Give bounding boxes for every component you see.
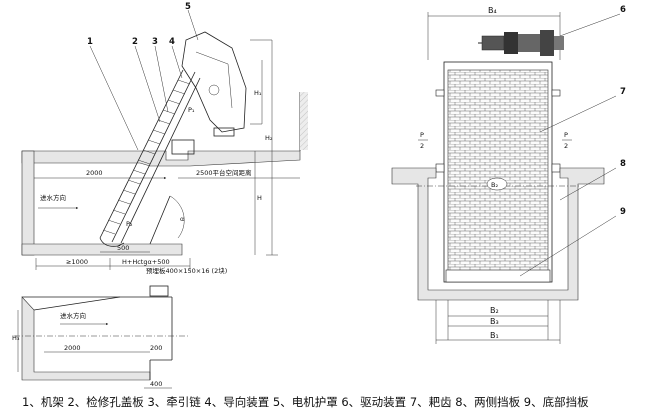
alpha-label: α <box>180 215 184 223</box>
embed-plate-label: 预埋板400×150×16 (2块) <box>146 266 227 275</box>
motor-cover <box>181 31 247 133</box>
chain-rungs <box>102 79 191 235</box>
p-right-top: P <box>564 131 568 139</box>
right-wall-hatch <box>300 92 308 150</box>
p-left-top: P <box>420 131 424 139</box>
part-number-9: 9 <box>620 207 626 217</box>
p-right-bot: 2 <box>564 142 568 150</box>
h2-label: H₂ <box>265 134 273 142</box>
b2-center-label: B₂ <box>491 181 498 189</box>
channel-floor <box>21 243 183 256</box>
part-number-1: 1 <box>87 37 93 47</box>
frame-rail-back <box>111 71 196 243</box>
channel-section <box>391 167 605 301</box>
h1-label: H₁ <box>254 89 262 97</box>
b1-label: B₁ <box>490 331 499 340</box>
bottom-dims <box>35 251 191 270</box>
dim-1000-label: ≥1000 <box>66 258 88 266</box>
p1-label: P₁ <box>188 106 195 114</box>
channel-left-wall <box>21 150 35 256</box>
lower-sprocket <box>99 237 125 247</box>
bracket-right-bot <box>551 163 561 173</box>
dim-200-label: 200 <box>150 344 162 352</box>
part-leaders <box>89 9 199 151</box>
part-number-6: 6 <box>620 5 626 15</box>
bracket-left-top <box>435 89 445 97</box>
part-number-2: 2 <box>132 37 138 47</box>
dim-htg-label: H+Hctgα+500 <box>122 258 170 266</box>
side-elevation-view: α 1 2 3 4 5 P₁ P₂ H₁ H₂ <box>21 2 308 275</box>
bracket-left-bot <box>435 163 445 173</box>
dim-500-label: 500 <box>117 244 129 252</box>
part-number-5: 5 <box>185 2 191 12</box>
top-support <box>213 127 235 137</box>
b2-marker <box>486 177 508 191</box>
drive-sprocket <box>208 84 220 96</box>
section-slope <box>33 296 121 311</box>
h3-label: H₃ <box>12 334 20 342</box>
base-bracket <box>171 139 195 155</box>
vertical-dims <box>250 39 278 256</box>
dim-400-label: 400 <box>150 380 162 388</box>
embed-plate <box>149 285 169 297</box>
part-number-3: 3 <box>152 37 158 47</box>
p-left-bot: 2 <box>420 142 424 150</box>
alpha-arc <box>169 195 185 239</box>
front-part-leaders <box>519 13 621 277</box>
inlet-label: 进水方向 <box>40 193 66 202</box>
h-label: H <box>257 194 262 202</box>
dim-2500-label: 2500平台空间距离 <box>196 168 252 177</box>
section-wall <box>21 296 151 381</box>
part-number-4: 4 <box>169 37 175 47</box>
b3-label: B₃ <box>490 317 499 326</box>
bracket-right-top <box>551 89 561 97</box>
drive-unit <box>478 30 564 56</box>
dim-2000-label: 2000 <box>86 169 103 177</box>
b2-label: B₂ <box>490 306 499 315</box>
p2-label: P₂ <box>126 220 133 228</box>
motor-cover-inner <box>195 51 233 109</box>
support-leg <box>149 195 171 245</box>
bottom-inlet-label: 进水方向 <box>60 311 86 320</box>
parts-caption: 1、机架 2、检修孔盖板 3、牵引链 4、导向装置 5、电机护罩 6、驱动装置 … <box>22 395 589 409</box>
front-bottom-dims <box>435 300 561 344</box>
bottom-baffle <box>445 269 551 283</box>
frame-rail-front <box>99 69 184 239</box>
front-view: B₄ P 2 P 2 B₂ <box>391 5 626 344</box>
chain-line <box>120 77 201 244</box>
dim-2000-b-label: 2000 <box>64 344 81 352</box>
part-number-8: 8 <box>620 159 626 169</box>
rake-teeth-grid <box>447 69 549 277</box>
bottom-section-view: 2000 200 400 进水方向 H₃ <box>12 285 190 389</box>
part-number-7: 7 <box>620 87 626 97</box>
b4-label: B₄ <box>488 6 497 15</box>
upper-platform-slab <box>21 150 301 167</box>
